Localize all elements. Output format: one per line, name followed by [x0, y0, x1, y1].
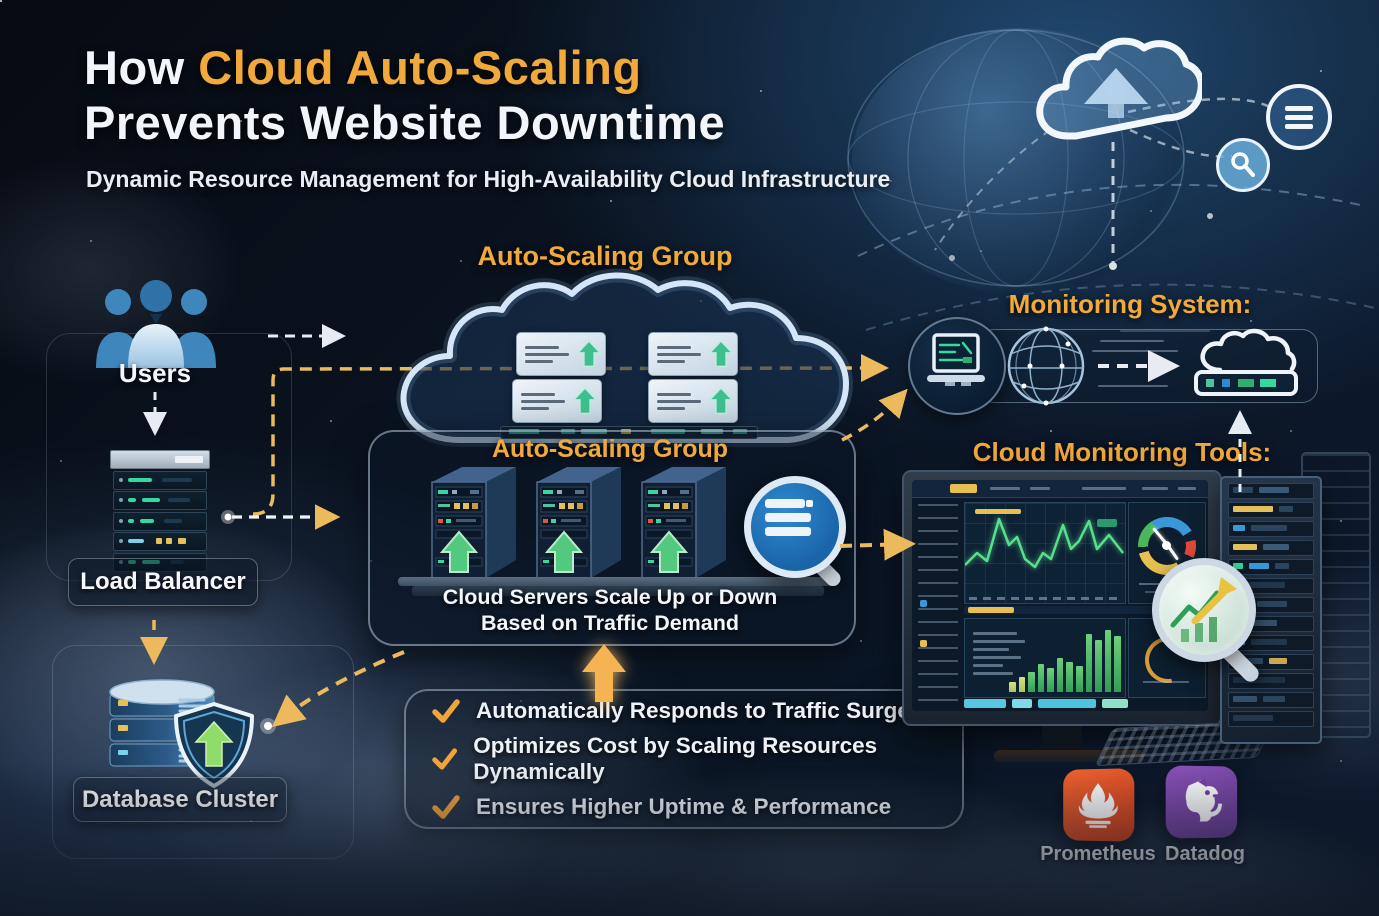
- load-balancer-to-monitoring-arrow: [252, 354, 889, 516]
- growth-magnifier-icon: [1152, 558, 1256, 662]
- asg-caption-line2: Based on Traffic Demand: [480, 611, 740, 635]
- server-platform: [398, 577, 838, 586]
- bar: [1095, 640, 1102, 692]
- asg-caption-line1: Cloud Servers Scale Up or Down: [442, 585, 778, 609]
- bar: [1085, 634, 1093, 692]
- event-strip: [964, 699, 1128, 708]
- load-balancer-label: Load Balancer: [80, 568, 246, 595]
- panel-to-database-arrow: [271, 650, 405, 728]
- metric-line-decor: [1092, 350, 1178, 352]
- server-platform-front: [412, 586, 824, 596]
- globe-network-icon: [1007, 326, 1085, 406]
- bar: [1056, 658, 1064, 692]
- bar: [1114, 636, 1121, 692]
- monitoring-system-title: Monitoring System:: [1008, 289, 1252, 319]
- page-subtitle: Dynamic Resource Management for High-Ava…: [86, 166, 891, 192]
- search-icon: [1216, 138, 1270, 192]
- title-line2: Prevents Website Downtime: [84, 96, 726, 150]
- cloud-server-instance: [512, 379, 602, 423]
- asg-panel-title: Auto-Scaling Group: [491, 435, 729, 463]
- bar-series: [1009, 628, 1121, 692]
- bottom-fog-decor: [0, 766, 1379, 916]
- metrics-line-chart: [964, 502, 1126, 604]
- cloud-server-instance: [516, 332, 606, 376]
- bar: [1104, 630, 1112, 692]
- cpu-sparkline: [965, 517, 1124, 569]
- bar: [1018, 677, 1026, 692]
- bar: [1028, 672, 1035, 692]
- benefit-text: Automatically Responds to Traffic Surges: [476, 698, 923, 723]
- users-label: Users: [118, 358, 192, 388]
- metric-line-decor: [1100, 340, 1164, 342]
- cloud-to-laptop-arrow: [841, 388, 908, 442]
- cloud-monitoring-tools-title: Cloud Monitoring Tools:: [972, 437, 1272, 467]
- magnifier-to-monitor-arrow: [839, 528, 916, 561]
- cloud-server-instance: [648, 379, 738, 423]
- load-balancer-label-box: Load Balancer: [68, 558, 258, 606]
- title-prefix: How: [84, 41, 199, 94]
- bar: [1076, 666, 1083, 692]
- bar: [1047, 668, 1054, 692]
- check-icon: [432, 699, 460, 723]
- metric-line-decor: [1098, 385, 1168, 387]
- bar: [1066, 662, 1074, 692]
- page-title: How Cloud Auto-Scaling Prevents Website …: [84, 40, 725, 151]
- server-list-icon: [1266, 84, 1332, 150]
- dashboard-navbar: [912, 480, 1208, 498]
- metric-line-decor: [1120, 330, 1210, 332]
- checklist-to-panel-up-arrow: [582, 644, 626, 702]
- title-highlight: Cloud Auto-Scaling: [198, 41, 642, 94]
- earth-globe: [852, 28, 1188, 294]
- bar: [1037, 664, 1045, 692]
- users-icon: [96, 280, 216, 368]
- laptop-metrics-icon: [927, 333, 985, 386]
- asg-cloud-title: Auto-Scaling Group: [477, 241, 733, 271]
- monitor-stand: [1042, 722, 1082, 752]
- benefit-item: Automatically Responds to Traffic Surges: [432, 698, 962, 724]
- cloud-server-icon: [1194, 328, 1298, 396]
- database-cluster-icon: [109, 679, 254, 788]
- bar: [1009, 682, 1016, 692]
- instance-inspect-magnifier-icon: [744, 476, 846, 578]
- cloud-server-instance: [648, 332, 738, 376]
- capacity-bar-chart: [964, 618, 1126, 698]
- monitor-base: [994, 750, 1144, 762]
- cloud-upload-icon: [1036, 37, 1202, 140]
- dashboard-divider: [964, 606, 1204, 614]
